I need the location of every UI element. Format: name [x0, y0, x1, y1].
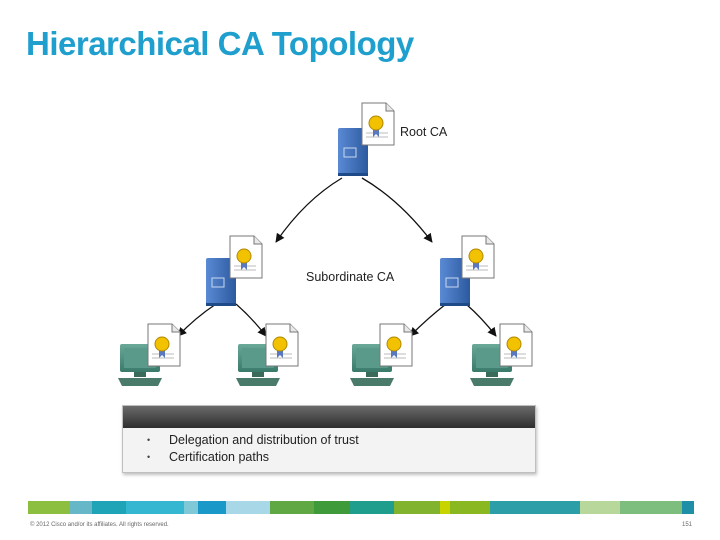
root-ca-server-icon: [338, 128, 368, 176]
subordinate-ca-left-certificate-icon: [229, 235, 263, 279]
stripe-segment: [394, 501, 440, 514]
stripe-segment: [490, 501, 580, 514]
footer-copyright: © 2012 Cisco and/or its affiliates. All …: [30, 522, 169, 528]
bullet-icon: •: [147, 435, 151, 445]
end-entity-computer-1-certificate-icon: [147, 323, 181, 367]
arrow-left-subordinate-to-pc1: [177, 303, 217, 337]
stripe-segment: [450, 501, 490, 514]
stripe-segment: [184, 501, 198, 514]
stripe-segment: [270, 501, 314, 514]
arrow-left-subordinate-to-pc2: [235, 303, 267, 337]
stripe-segment: [28, 501, 70, 514]
callout-item-text: Delegation and distribution of trust: [169, 433, 359, 447]
callout-item: • Delegation and distribution of trust: [147, 432, 535, 449]
arrow-right-subordinate-to-pc4: [465, 303, 497, 337]
stripe-segment: [682, 501, 694, 514]
arrow-root-to-right-subordinate: [361, 177, 433, 243]
stripe-segment: [198, 501, 226, 514]
bullet-icon: •: [147, 452, 151, 462]
stripe-segment: [314, 501, 350, 514]
root-ca-label: Root CA: [400, 125, 448, 139]
end-entity-computer-3-certificate-icon: [379, 323, 413, 367]
stripe-segment: [126, 501, 184, 514]
arrow-right-subordinate-to-pc3: [409, 303, 447, 337]
page-number: 151: [681, 522, 692, 528]
callout-item: • Certification paths: [147, 449, 535, 466]
callout-box: • Delegation and distribution of trust • C…: [122, 405, 536, 473]
subordinate-ca-label: Subordinate CA: [306, 270, 395, 284]
stripe-segment: [440, 501, 450, 514]
callout-item-text: Certification paths: [169, 450, 270, 464]
subordinate-ca-right-certificate-icon: [461, 235, 495, 279]
root-ca-certificate-icon: [361, 102, 395, 146]
callout-header-bar: [123, 406, 535, 428]
stripe-segment: [226, 501, 270, 514]
stripe-segment: [92, 501, 126, 514]
stripe-segment: [70, 501, 92, 514]
stripe-segment: [580, 501, 620, 514]
subordinate-ca-left-server-icon: [206, 258, 236, 306]
stripe-segment: [350, 501, 394, 514]
end-entity-computer-4-certificate-icon: [499, 323, 533, 367]
footer-color-stripes: [28, 501, 694, 514]
arrow-root-to-left-subordinate: [275, 177, 343, 243]
end-entity-computer-2-certificate-icon: [265, 323, 299, 367]
stripe-segment: [620, 501, 682, 514]
page-title: Hierarchical CA Topology: [26, 25, 414, 62]
callout-list: • Delegation and distribution of trust • C…: [123, 432, 535, 466]
